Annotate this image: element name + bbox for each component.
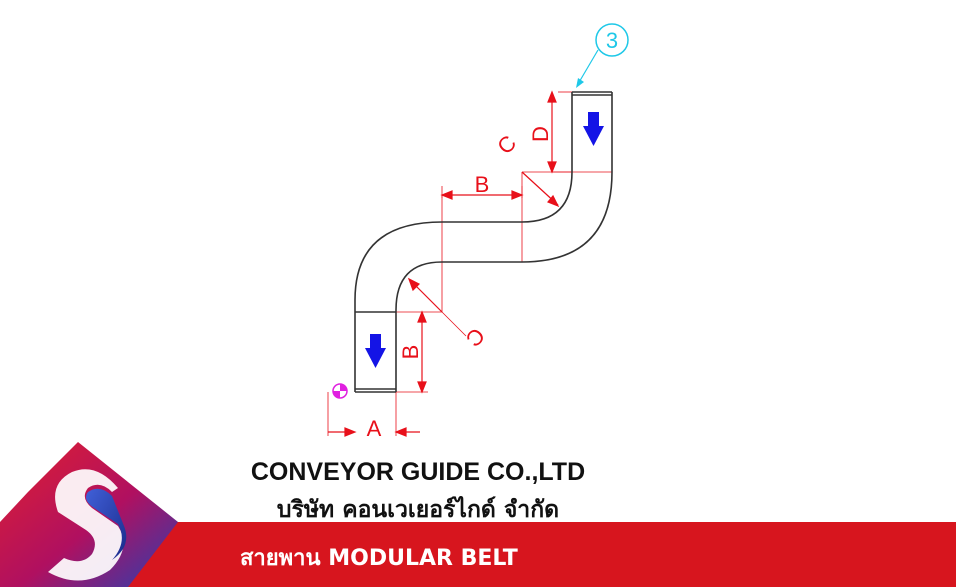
company-name-th: บริษัท คอนเวเยอร์ไกด์ จำกัด	[276, 497, 560, 523]
origin-marker-icon	[332, 383, 348, 399]
dim-label-c-bottom: C	[461, 323, 490, 352]
callout-bubble: 3	[576, 23, 629, 88]
dim-label-b-side: B	[398, 345, 423, 360]
down-arrow-icon	[365, 334, 386, 368]
conveyor-guide-logo	[0, 442, 178, 587]
dim-label-a: A	[367, 416, 382, 441]
dim-label-d: D	[528, 126, 553, 142]
company-name-en: CONVEYOR GUIDE CO.,LTD	[250, 458, 586, 486]
belt-outline	[354, 91, 613, 393]
callout-number: 3	[606, 28, 618, 53]
banner-text: สายพาน MODULAR BELT	[240, 546, 518, 571]
construction-lines	[327, 91, 612, 436]
dimension-arrows	[328, 90, 560, 437]
dim-label-c-top: C	[492, 130, 521, 159]
down-arrow-icon	[583, 112, 604, 146]
dim-label-b-top: B	[475, 172, 490, 197]
